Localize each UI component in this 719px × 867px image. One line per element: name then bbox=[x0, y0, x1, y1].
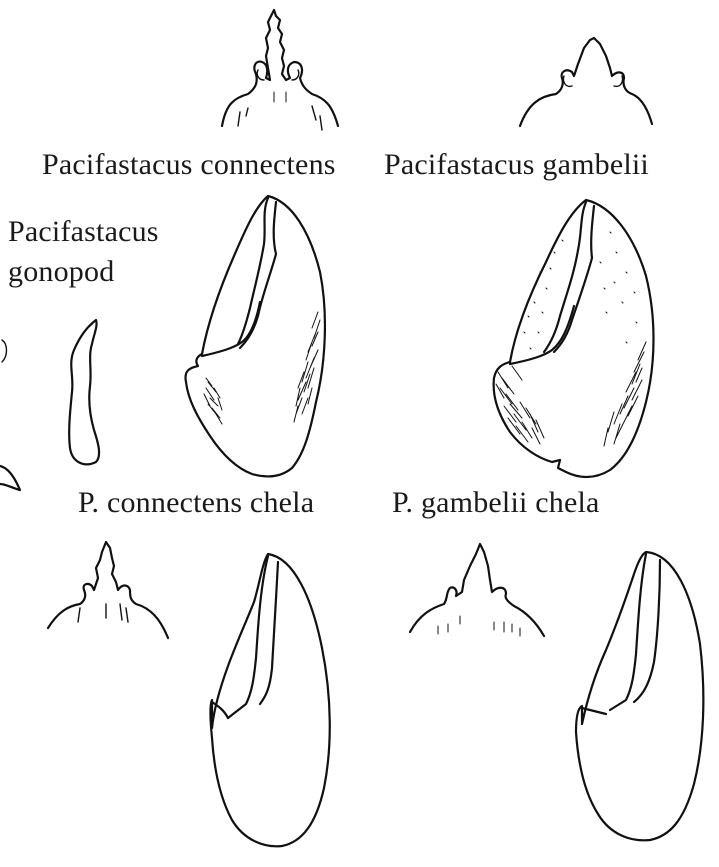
gambelii-rostrum-caption: Pacifastacus gambelii bbox=[384, 150, 649, 180]
gambelii-rostrum-drawing bbox=[518, 34, 658, 134]
connectens-chela-detailed-drawing bbox=[180, 192, 340, 492]
connectens-rostrum-drawing bbox=[212, 8, 352, 138]
connectens-rostrum-small-drawing bbox=[46, 538, 172, 648]
gambelii-chela-outline-drawing bbox=[570, 544, 710, 844]
gambelii-chela-caption: P. gambelii chela bbox=[392, 488, 600, 518]
connectens-rostrum-caption: Pacifastacus connectens bbox=[42, 150, 336, 180]
gambelii-chela-detailed-drawing bbox=[486, 192, 666, 492]
gonopod-drawing bbox=[60, 312, 110, 472]
gonopod-caption-line-2: gonopod bbox=[8, 252, 114, 292]
connectens-chela-outline-drawing bbox=[198, 548, 338, 848]
connectens-chela-caption: P. connectens chela bbox=[78, 488, 314, 518]
left-edge-fragment bbox=[0, 320, 30, 500]
gambelii-rostrum-small-drawing bbox=[408, 540, 548, 650]
gonopod-caption-line-1: Pacifastacus bbox=[8, 212, 159, 252]
